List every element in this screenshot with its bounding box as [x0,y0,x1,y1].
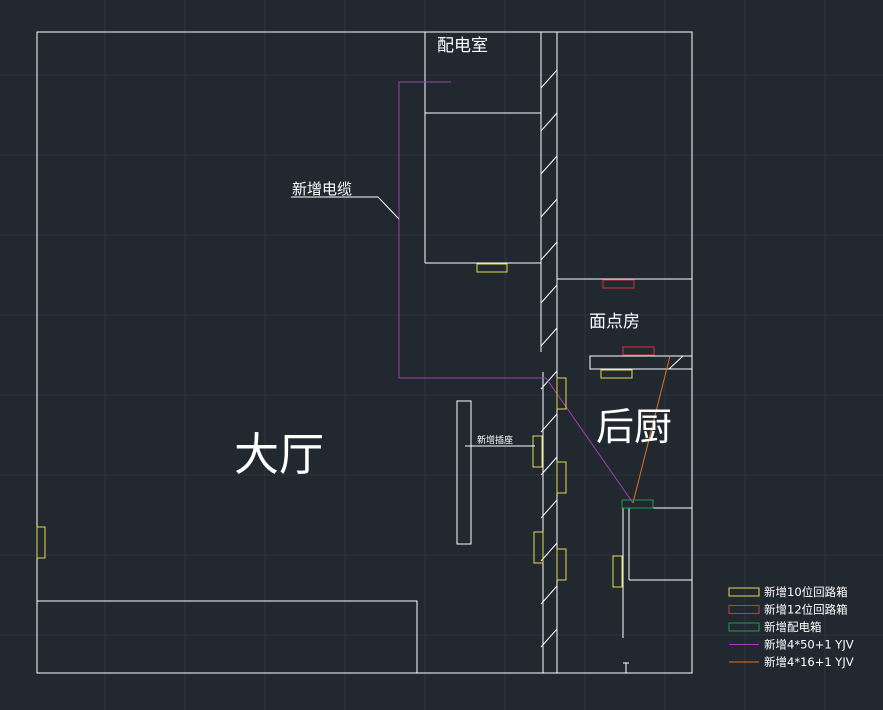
circuit-box-10[interactable] [476,263,508,273]
new-cable-leader [291,196,400,220]
hatch-mark [540,585,558,605]
hatch-mark [540,69,558,89]
room-label-hall: 大厅 [234,428,324,481]
legend-item: 新增配电箱 [728,620,822,634]
legend-label: 新增12位回路箱 [764,603,848,617]
wall-hatching [540,69,684,648]
legend-label: 新增4*50+1 YJV [764,638,854,652]
circuit-box-10[interactable] [612,555,623,588]
legend-item: 新增4*16+1 YJV [729,655,854,669]
room-label-back-kitchen: 后厨 [596,405,672,449]
hatch-mark [540,327,558,347]
circuit-box-10[interactable] [600,369,633,379]
annotation-new-socket: 新增插座 [477,434,513,446]
hatch-mark [540,499,558,519]
room-label-power-room: 配电室 [437,36,488,56]
circuit-box-10[interactable] [533,531,544,564]
hatch-mark [540,198,558,218]
annotation-new-cable: 新增电缆 [292,180,352,198]
legend-item: 新增12位回路箱 [728,603,848,617]
new-cable-4x50-yjv[interactable] [398,81,634,504]
circuit-box-10[interactable] [556,461,567,494]
outer-wall [36,31,693,674]
hatch-mark [540,155,558,175]
yellow-rectangle-icon [728,587,760,597]
hatch-mark [540,542,558,562]
hatch-mark [540,241,558,261]
circuit-box-10[interactable] [556,377,567,410]
green-rectangle-icon [728,622,760,632]
legend-label: 新增10位回路箱 [764,585,848,599]
circuit-box-10[interactable] [532,435,543,468]
circuit-boxes-12 [602,279,655,356]
room-label-pastry-room: 面点房 [589,312,640,332]
hatch-mark [540,284,558,304]
hall-corner-wall [37,600,418,673]
circuit-boxes-10 [36,263,633,588]
red-rectangle-icon [728,605,760,614]
hall-column [456,400,472,545]
circuit-box-12[interactable] [602,279,635,289]
new-cable-4x16-yjv[interactable] [632,355,671,504]
hatch-mark [540,112,558,132]
legend-item: 新增4*50+1 YJV [729,638,854,652]
circuit-box-10[interactable] [556,548,567,581]
legend-label: 新增配电箱 [764,620,822,634]
hatch-mark [540,413,558,433]
distribution-box[interactable] [621,499,654,509]
hatch-mark [540,370,558,390]
legend-item: 新增10位回路箱 [728,585,848,599]
circuit-box-10[interactable] [36,526,46,559]
hatch-mark [540,456,558,476]
pastry-room-counter [589,355,693,370]
walls [36,31,693,674]
legend-label: 新增4*16+1 YJV [764,655,854,669]
hatch-mark [540,628,558,648]
hatch-mark [668,355,684,370]
circuit-box-12[interactable] [622,346,655,356]
